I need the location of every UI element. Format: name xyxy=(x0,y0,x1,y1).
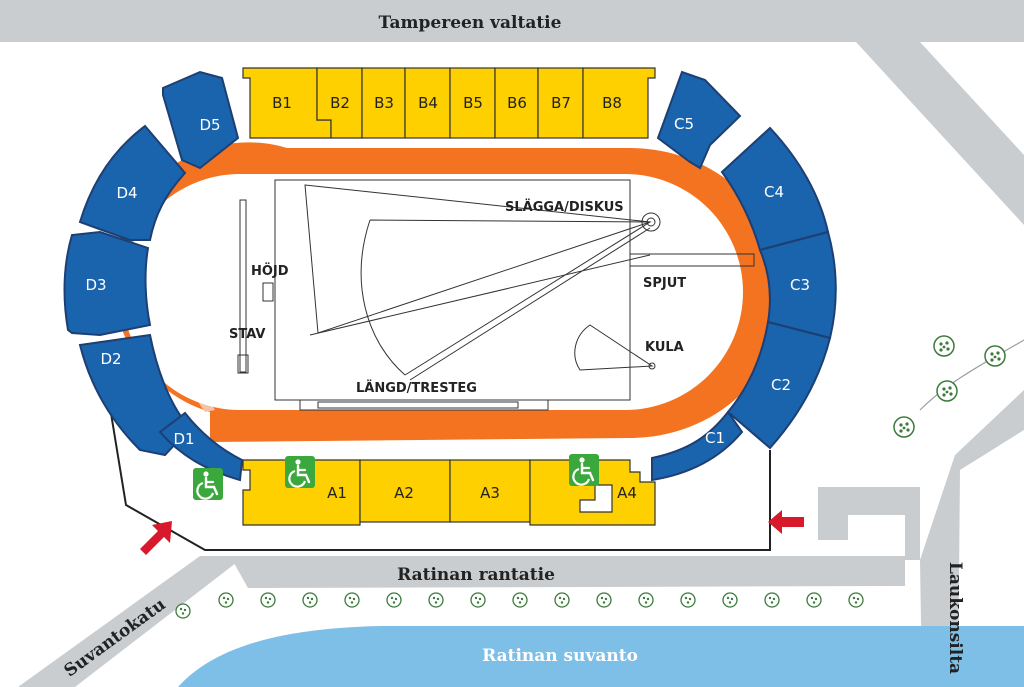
tree-icon xyxy=(596,592,612,608)
tree-icon xyxy=(260,592,276,608)
tree-icon xyxy=(386,592,402,608)
a4-inner-notch xyxy=(579,484,613,513)
section-d1[interactable] xyxy=(158,411,244,482)
tree-icon xyxy=(936,380,958,402)
label-b1: B1 xyxy=(272,94,292,112)
section-d3[interactable] xyxy=(63,230,152,337)
b-stands xyxy=(242,67,656,139)
road-label-right: Laukonsilta xyxy=(945,562,965,674)
stadium-boundary xyxy=(107,394,771,551)
label-a1: A1 xyxy=(327,484,347,502)
section-c1[interactable] xyxy=(651,410,744,482)
tree-icon xyxy=(848,592,864,608)
tree-icon xyxy=(722,592,738,608)
label-d3: D3 xyxy=(85,276,106,294)
label-langd-tresteg: LÄNGD/TRESTEG xyxy=(356,380,477,396)
label-slagga-diskus: SLÄGGA/DISKUS xyxy=(505,199,624,215)
label-b8: B8 xyxy=(602,94,622,112)
label-stav: STAV xyxy=(229,327,265,342)
label-kula: KULA xyxy=(645,340,684,355)
tree-icon xyxy=(554,592,570,608)
label-a4: A4 xyxy=(617,484,637,502)
section-a4[interactable] xyxy=(529,459,656,526)
section-c5[interactable] xyxy=(656,70,742,170)
section-a2[interactable] xyxy=(359,459,451,523)
tree-icon xyxy=(302,592,318,608)
label-d1: D1 xyxy=(173,430,194,448)
field-markings xyxy=(237,179,755,411)
tree-icon xyxy=(512,592,528,608)
section-d5[interactable] xyxy=(162,70,240,170)
section-a3[interactable] xyxy=(449,459,531,523)
tree-icon xyxy=(806,592,822,608)
label-a3: A3 xyxy=(480,484,500,502)
section-d4[interactable] xyxy=(78,124,187,241)
label-b7: B7 xyxy=(551,94,571,112)
road-label-left: Suvantokatu xyxy=(61,595,170,682)
label-b6: B6 xyxy=(507,94,527,112)
section-d2[interactable] xyxy=(78,333,192,457)
tree-icon xyxy=(933,335,955,357)
tree-icon xyxy=(470,592,486,608)
section-c2[interactable] xyxy=(726,320,832,450)
tree-icon xyxy=(218,592,234,608)
tree-icon xyxy=(984,345,1006,367)
tree-icon xyxy=(680,592,696,608)
section-b4[interactable] xyxy=(404,67,451,139)
a-stands xyxy=(242,459,656,526)
running-track xyxy=(112,142,786,442)
label-c5: C5 xyxy=(674,115,694,133)
label-spjut: SPJUT xyxy=(643,276,686,291)
tree-icon xyxy=(175,603,191,619)
wheelchair-icon xyxy=(283,454,317,490)
section-b6[interactable] xyxy=(494,67,539,139)
label-c4: C4 xyxy=(764,183,784,201)
label-b3: B3 xyxy=(374,94,394,112)
tree-icon xyxy=(638,592,654,608)
water xyxy=(178,626,1024,687)
road-laukonsilta xyxy=(920,390,1024,687)
road-label-bottom: Ratinan rantatie xyxy=(397,565,555,585)
water-label: Ratinan suvanto xyxy=(482,646,638,666)
label-b4: B4 xyxy=(418,94,438,112)
label-c2: C2 xyxy=(771,376,791,394)
tree-icon xyxy=(893,416,915,438)
label-c3: C3 xyxy=(790,276,810,294)
section-b8[interactable] xyxy=(582,67,656,139)
field-event-labels: SLÄGGA/DISKUS SPJUT HÖJD STAV KULA LÄNGD… xyxy=(229,199,686,396)
label-d5: D5 xyxy=(199,116,220,134)
label-b5: B5 xyxy=(463,94,483,112)
road-top xyxy=(0,0,1024,42)
road-bottom xyxy=(230,556,905,588)
c-stands xyxy=(651,70,837,482)
label-d4: D4 xyxy=(116,184,137,202)
road-right-diagonal xyxy=(856,42,1024,225)
entrance-arrow-icon xyxy=(140,521,172,555)
label-b2: B2 xyxy=(330,94,350,112)
shoreline xyxy=(919,339,1024,411)
road-right-connector xyxy=(818,487,920,560)
road-label-top: Tampereen valtatie xyxy=(379,13,562,33)
label-c1: C1 xyxy=(705,429,725,447)
label-d2: D2 xyxy=(100,350,121,368)
tree-icon xyxy=(428,592,444,608)
tree-icon xyxy=(764,592,780,608)
wheelchair-icon xyxy=(191,466,225,502)
label-a2: A2 xyxy=(394,484,414,502)
label-hojd: HÖJD xyxy=(251,263,289,279)
wheelchair-icon xyxy=(567,452,601,488)
section-labels: B1 B2 B3 B4 B5 B6 B7 B8 A1 A2 A3 A4 D5 D… xyxy=(85,94,810,502)
road-suvantokatu xyxy=(18,556,245,687)
entrance-arrow-icon xyxy=(768,510,804,534)
d-stands xyxy=(63,70,244,482)
tree-icon xyxy=(344,592,360,608)
